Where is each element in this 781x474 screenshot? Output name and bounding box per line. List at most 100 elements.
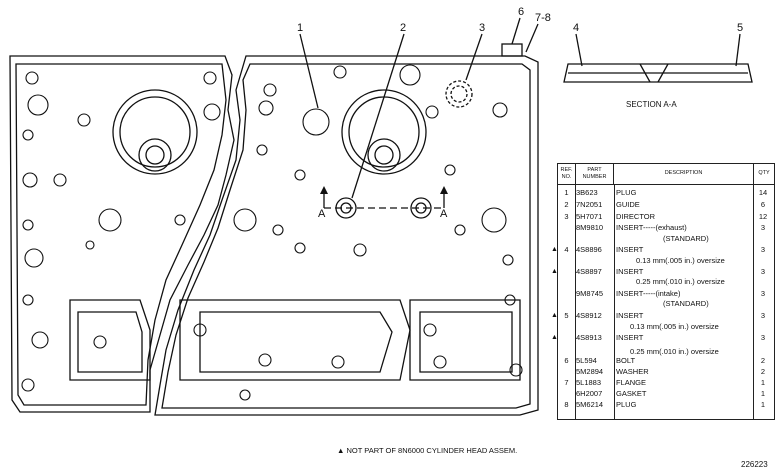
callout-4: 4: [573, 22, 580, 34]
table-row: 6H2007 GASKET 1: [558, 388, 774, 399]
part-number-cell: 4S8913: [576, 333, 602, 342]
callout-7-8: 7-8: [535, 12, 551, 24]
qty-cell: 1: [760, 389, 766, 398]
top-plug: [501, 43, 523, 57]
description-cell: DIRECTOR: [616, 212, 656, 221]
not-part-marker: ▲: [551, 246, 558, 253]
description-cell: BOLT: [616, 356, 636, 365]
description-cell: INSERT: [616, 245, 644, 254]
head-outline-left: [9, 55, 235, 413]
leader-2: [351, 33, 405, 199]
part-number-cell: 7N2051: [576, 200, 603, 209]
intake-port-far-right: [409, 299, 521, 381]
guide-right: [410, 197, 432, 219]
description-cell: PLUG: [616, 400, 637, 409]
part-number-cell: 9M8745: [576, 289, 604, 298]
description-cell: INSERT-----(exhaust): [616, 223, 687, 232]
qty-cell: 3: [760, 289, 766, 298]
qty-cell: 3: [760, 333, 766, 342]
leader-7-8: [525, 23, 539, 53]
description-cell: INSERT: [616, 333, 644, 342]
qty-cell: 3: [760, 245, 766, 254]
callout-3: 3: [479, 22, 486, 34]
description-cell: WASHER: [616, 367, 649, 376]
footnote: ▲ NOT PART OF 8N6000 CYLINDER HEAD ASSEM…: [337, 446, 518, 455]
qty-cell: 3: [760, 311, 766, 320]
not-part-marker: ▲: [551, 334, 558, 341]
ref-cell: 8: [564, 400, 569, 409]
section-label: SECTION A-A: [626, 100, 677, 109]
table-row: 4 4S8896 INSERT 3 ▲: [551, 244, 774, 255]
ref-cell: 3: [564, 212, 569, 221]
ref-cell: 5: [564, 311, 569, 320]
qty-cell: 14: [758, 188, 768, 197]
note-oversize-2: 0.25 mm(.010 in.) oversize: [636, 277, 725, 286]
table-row: 6 5L594 BOLT 2: [558, 355, 774, 366]
callout-5: 5: [737, 22, 744, 34]
callout-6: 6: [518, 6, 525, 18]
part-number-cell: 8M9810: [576, 223, 604, 232]
description-cell: GASKET: [616, 389, 647, 398]
leader-1: [299, 33, 319, 109]
table-row: 9M8745 INSERT-----(intake) 3: [558, 288, 774, 299]
valve-seat-left: [112, 89, 198, 175]
ref-cell: 1: [564, 188, 569, 197]
ref-cell: 6: [564, 356, 569, 365]
qty-cell: 2: [760, 356, 766, 365]
description-cell: PLUG: [616, 188, 637, 197]
qty-cell: 6: [760, 200, 766, 209]
qty-cell: 12: [758, 212, 768, 221]
description-cell: GUIDE: [616, 200, 640, 209]
head-outline-right: [154, 55, 539, 416]
leader-6: [511, 17, 521, 45]
note-oversize-4: 0.25 mm(.010 in.) oversize: [630, 347, 719, 356]
qty-cell: 3: [760, 223, 766, 232]
head-inner-left: [15, 63, 227, 406]
description-cell: INSERT-----(intake): [616, 289, 681, 298]
part-number-cell: 5M2894: [576, 367, 604, 376]
description-cell: INSERT: [616, 267, 644, 276]
leader-3: [465, 33, 483, 81]
ref-cell: 4: [564, 245, 569, 254]
section-leader-5: [735, 33, 741, 67]
figure-number: 226223: [741, 460, 768, 469]
part-number-cell: 6H2007: [576, 389, 603, 398]
table-row: 3 5H7071 DIRECTOR 12: [558, 211, 774, 222]
qty-cell: 3: [760, 267, 766, 276]
intake-port-left: [69, 299, 151, 381]
note-oversize-1: 0.13 mm(.005 in.) oversize: [636, 256, 725, 265]
callout-2: 2: [400, 22, 407, 34]
part-number-cell: 4S8912: [576, 311, 602, 320]
not-part-marker: ▲: [551, 268, 558, 275]
table-row: 8M9810 INSERT-----(exhaust) 3: [558, 222, 774, 233]
description-cell: FLANGE: [616, 378, 647, 387]
table-row: 4S8913 INSERT 3 ▲: [551, 332, 774, 343]
note-standard-1: (STANDARD): [663, 234, 709, 243]
table-row: 5 4S8912 INSERT 3 ▲: [551, 310, 774, 321]
part-number-cell: 5L594: [576, 356, 597, 365]
part-number-cell: 5L1883: [576, 378, 602, 387]
description-cell: INSERT: [616, 311, 644, 320]
head-inner-right: [161, 63, 531, 409]
callout-1: 1: [297, 22, 304, 34]
part-number-cell: 5M6214: [576, 400, 604, 409]
not-part-marker: ▲: [551, 312, 558, 319]
part-number-cell: 4S8897: [576, 267, 602, 276]
section-view: [563, 63, 753, 83]
table-row: 4S8897 INSERT 3 ▲: [551, 266, 774, 277]
section-marker-right: A: [440, 208, 448, 220]
intake-port-right: [179, 299, 411, 381]
part-number-cell: 5H7071: [576, 212, 603, 221]
header-desc: DESCRIPTION: [614, 164, 754, 184]
part-number-cell: 4S8896: [576, 245, 602, 254]
header-qty: QTY: [758, 170, 770, 176]
section-marker-left: A: [318, 208, 326, 220]
header-part: PART NUMBER: [576, 164, 614, 184]
